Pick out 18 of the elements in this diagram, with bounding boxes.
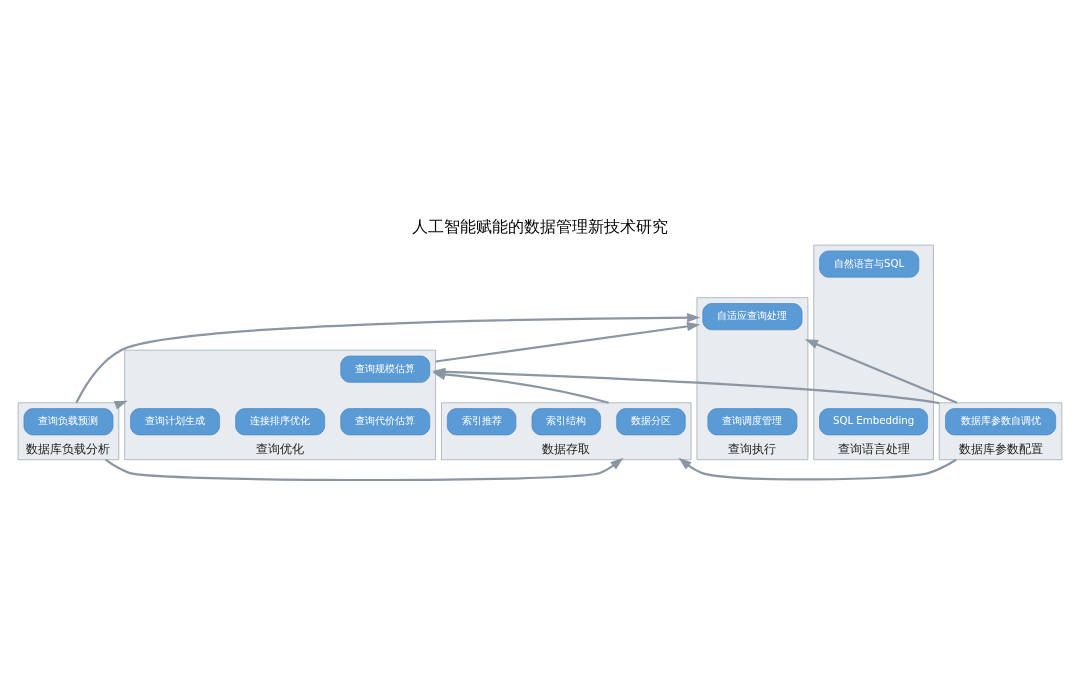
node-box: 自然语言与SQL <box>819 250 920 278</box>
arrow <box>104 457 624 482</box>
node-box: 查询代价估算 <box>340 408 431 436</box>
node-box: 查询调度管理 <box>707 408 798 436</box>
arrow <box>678 457 957 481</box>
diagram-title: 人工智能赋能的数据管理新技术研究 <box>412 216 668 236</box>
node-box: 数据分区 <box>616 408 686 436</box>
node-box: 查询规模估算 <box>340 355 431 383</box>
node-box: 查询负载预测 <box>23 408 114 436</box>
node-box: 索引结构 <box>531 408 601 436</box>
node-box: 自适应查询处理 <box>702 303 803 331</box>
node-box: SQL Embedding <box>819 408 928 436</box>
node-box: 连接排序优化 <box>235 408 326 436</box>
node-box: 数据库参数自调优 <box>945 408 1057 436</box>
arrow <box>435 322 701 363</box>
arrow <box>804 339 958 404</box>
node-box: 查询计划生成 <box>130 408 220 436</box>
node-box: 索引推荐 <box>446 408 517 436</box>
